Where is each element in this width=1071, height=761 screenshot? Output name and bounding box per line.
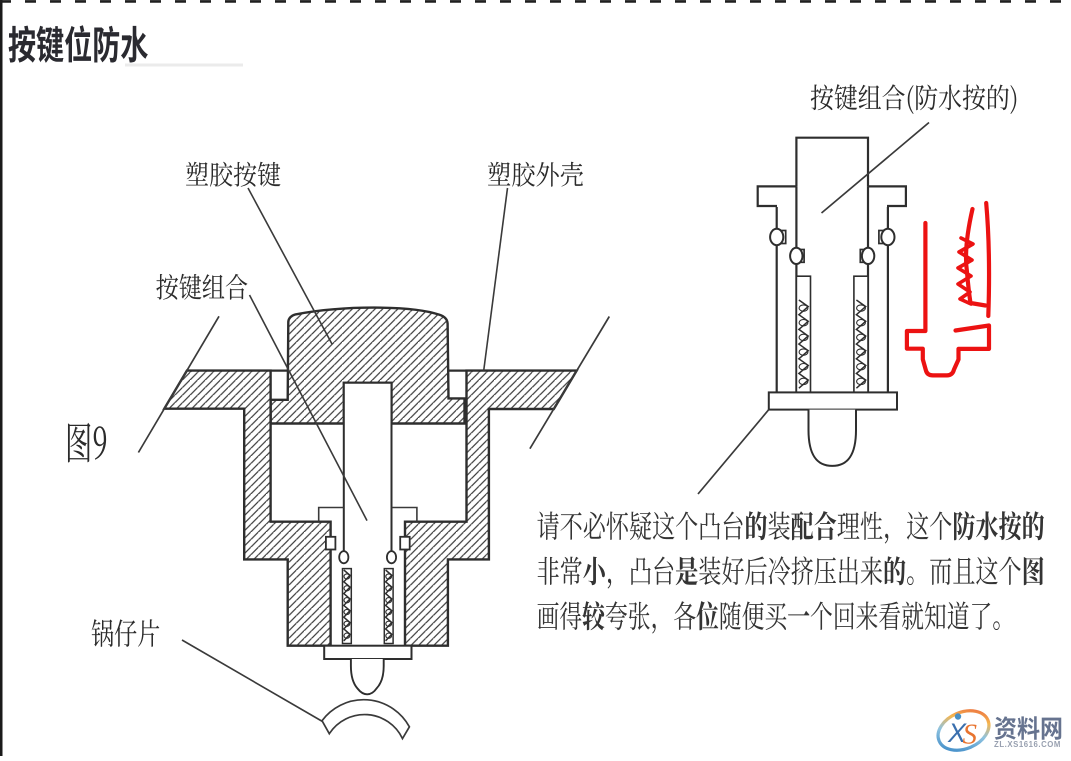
svg-text:X: X: [947, 718, 967, 748]
svg-text:ZL.XS1616.COM: ZL.XS1616.COM: [994, 740, 1061, 749]
svg-text:S: S: [963, 719, 978, 751]
